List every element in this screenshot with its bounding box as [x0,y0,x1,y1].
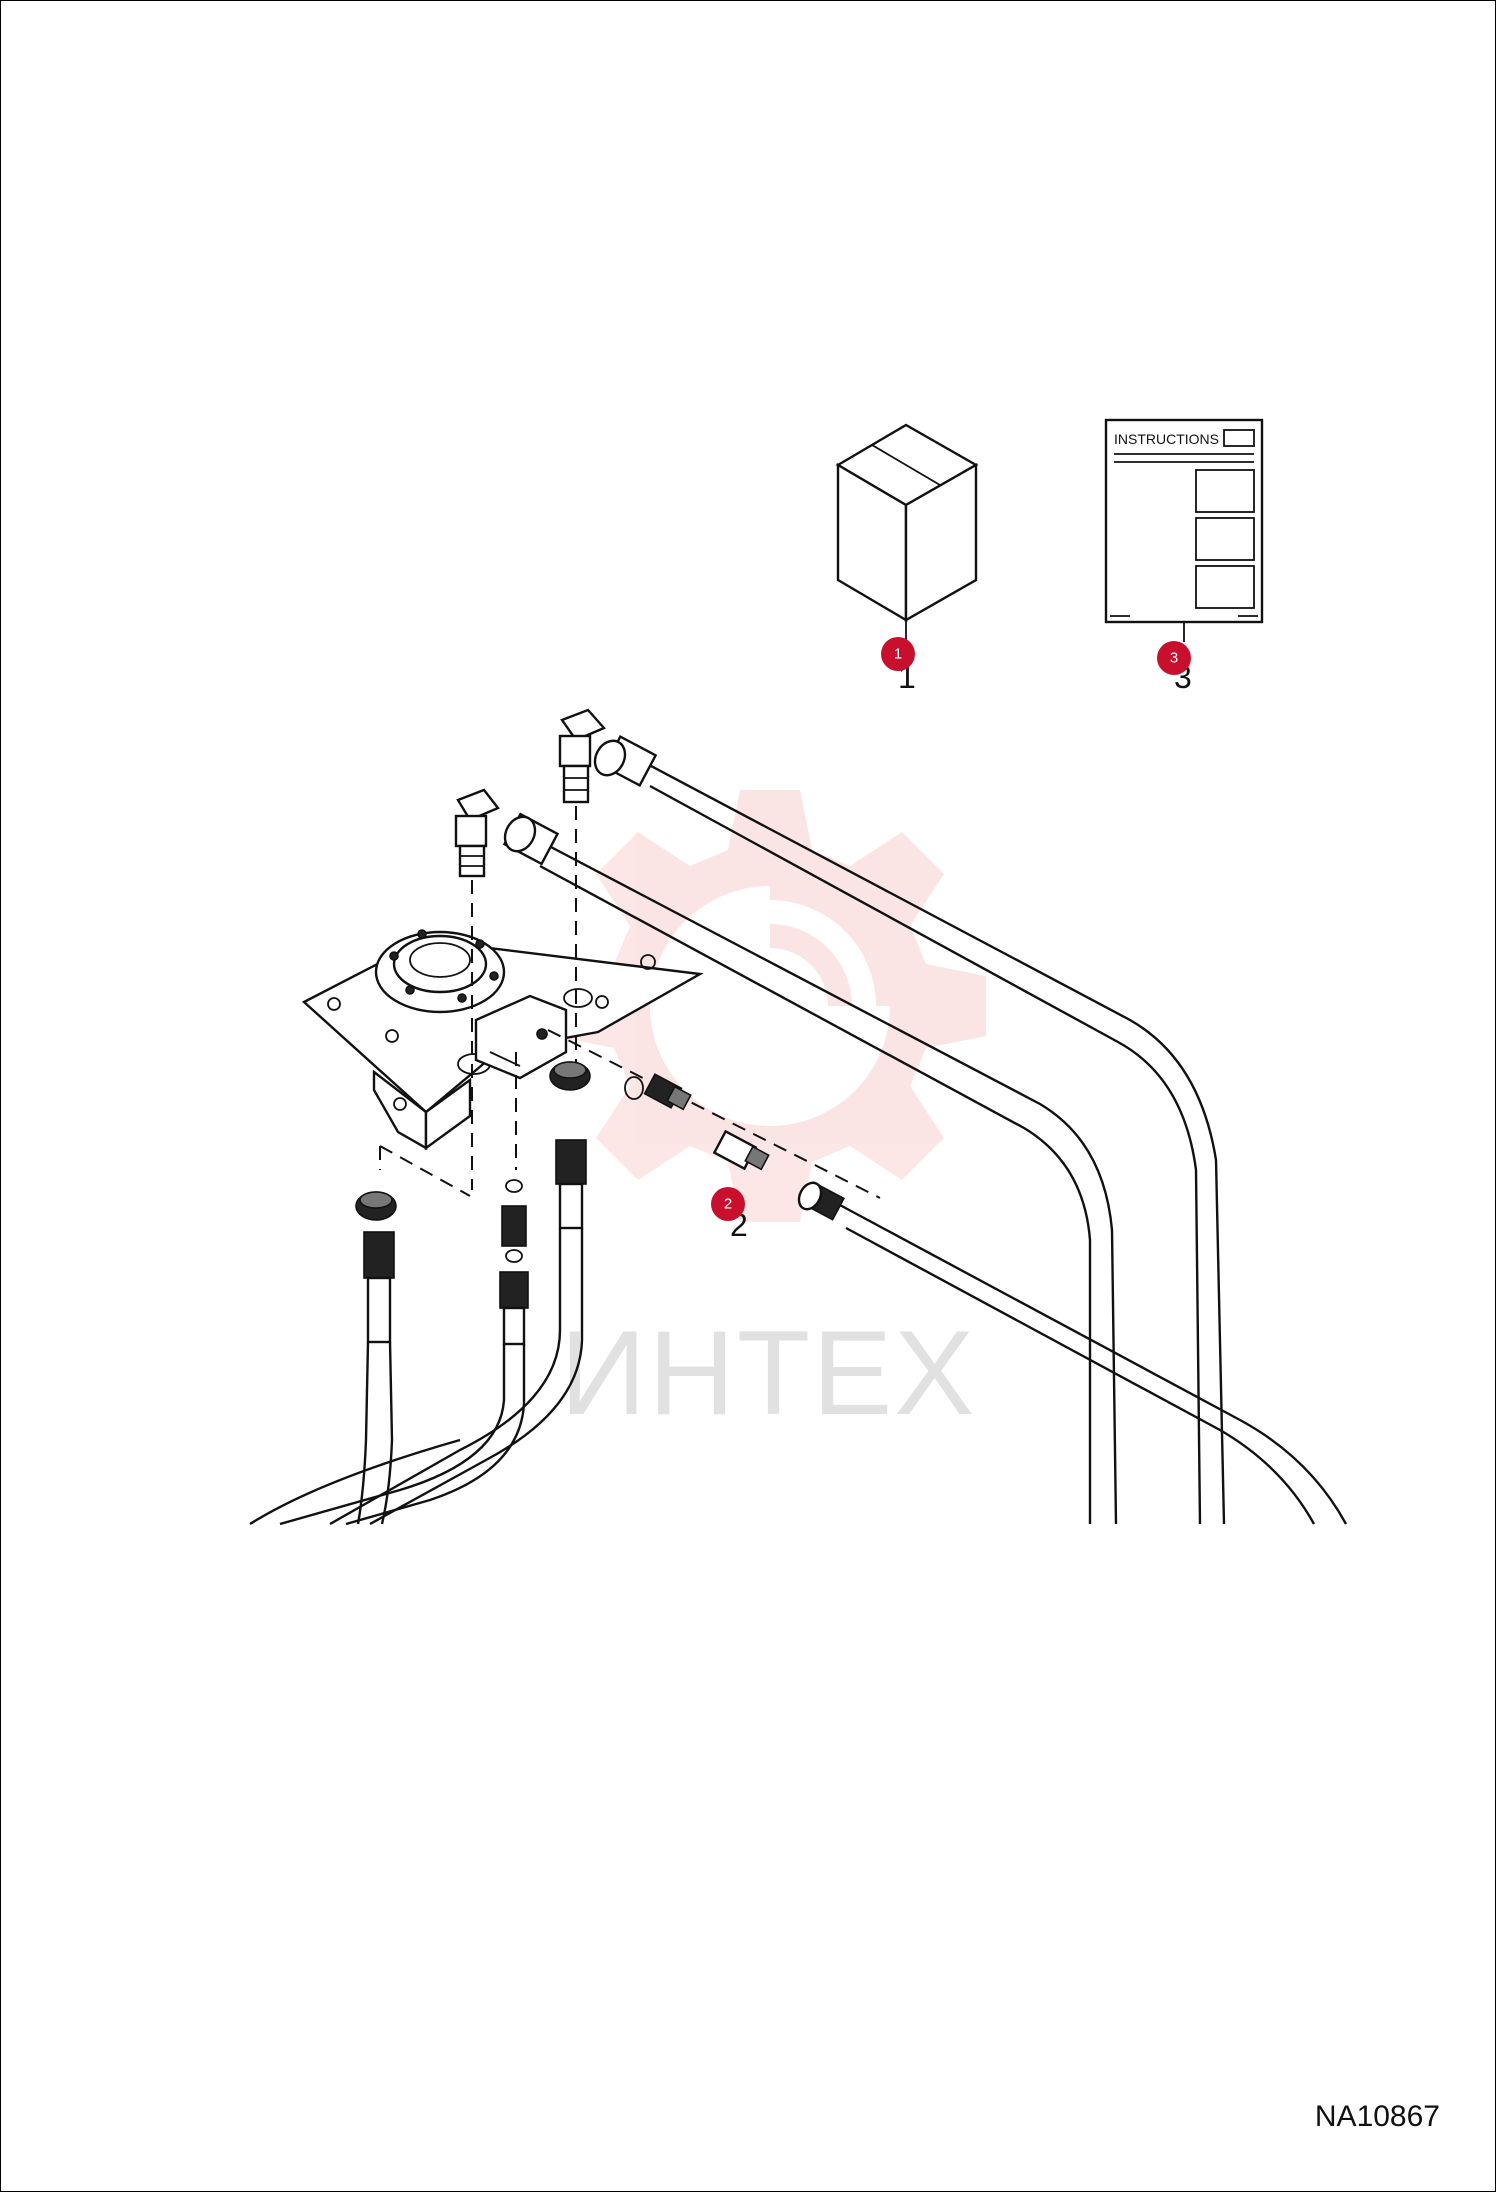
adapter-fitting [643,1073,692,1111]
drawing-id-label: NA10867 [1314,2100,1440,2133]
o-ring-small [624,1076,644,1100]
elbow-fitting-left [454,788,500,878]
swivel-flange [374,929,506,1014]
watermark-text: ИНТЕХ [560,1306,976,1440]
instructions-header: INSTRUCTIONS [1114,431,1219,447]
svg-text:1: 1 [894,646,902,663]
svg-text:2: 2 [724,1196,732,1213]
hose-top-inner [502,812,1118,1525]
hose-down-right [329,1139,587,1526]
part-2-fitting [712,1129,770,1171]
callout-2-badge: 2 [711,1187,745,1221]
callout-1-badge: 1 [881,637,915,671]
cap-left [355,1191,397,1221]
hose-down-left [356,1231,395,1525]
part-instructions-sheet: INSTRUCTIONS [1104,418,1264,642]
hose-bottom-left-sweep [249,1438,461,1526]
small-fittings-center [279,1179,529,1526]
valve-block [474,994,568,1080]
hose-lower-right [797,1181,1348,1525]
part-box [835,423,979,640]
watermark-gear-logo-icon [554,790,986,1222]
elbow-fitting-right [558,708,607,804]
callout-3-badge: 3 [1157,641,1191,675]
svg-text:3: 3 [1170,650,1178,667]
cap-right [549,1061,591,1091]
hose-top-outer [593,734,1226,1525]
